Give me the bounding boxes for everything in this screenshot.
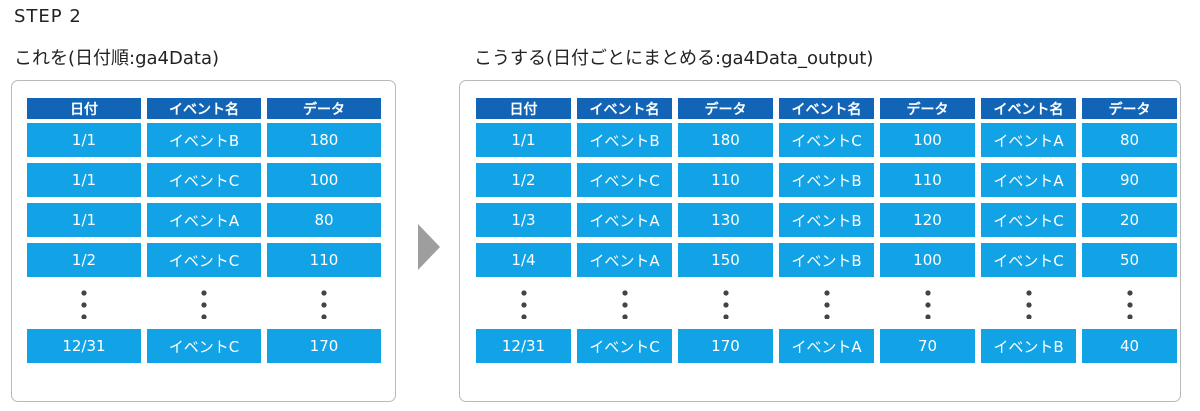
table-cell: 80 xyxy=(1082,123,1177,157)
column-header: データ xyxy=(880,98,975,119)
vertical-ellipsis-icon xyxy=(147,277,261,329)
table-cell: 1/2 xyxy=(27,243,141,277)
table-cell: イベントB xyxy=(981,329,1076,363)
column-header: イベント名 xyxy=(981,98,1076,119)
table-cell: 80 xyxy=(267,203,381,237)
table-cell: 1/1 xyxy=(27,163,141,197)
table-cell: 70 xyxy=(880,329,975,363)
table-cell: 1/2 xyxy=(476,163,571,197)
table-cell: 100 xyxy=(880,123,975,157)
table-cell: 130 xyxy=(678,203,773,237)
vertical-ellipsis-icon xyxy=(779,277,874,329)
vertical-ellipsis-icon xyxy=(981,277,1076,329)
left-caption: これを(日付順:ga4Data) xyxy=(14,48,219,69)
table-cell: イベントC xyxy=(981,203,1076,237)
vertical-ellipsis-icon xyxy=(267,277,381,329)
table-cell: 90 xyxy=(1082,163,1177,197)
table-cell: 170 xyxy=(267,329,381,363)
table-cell: イベントB xyxy=(779,243,874,277)
table-cell: 1/1 xyxy=(27,203,141,237)
column-header: データ xyxy=(678,98,773,119)
table-cell: イベントA xyxy=(147,203,261,237)
table-cell: イベントC xyxy=(779,123,874,157)
column-header: イベント名 xyxy=(147,98,261,119)
table-cell: 180 xyxy=(267,123,381,157)
table-cell: イベントB xyxy=(577,123,672,157)
table-cell: 1/1 xyxy=(27,123,141,157)
column-header: 日付 xyxy=(476,98,571,119)
table-cell: 110 xyxy=(267,243,381,277)
table-cell: イベントC xyxy=(147,329,261,363)
vertical-ellipsis-icon xyxy=(27,277,141,329)
table-cell: 1/4 xyxy=(476,243,571,277)
table-cell: 110 xyxy=(880,163,975,197)
column-header: イベント名 xyxy=(779,98,874,119)
vertical-ellipsis-icon xyxy=(678,277,773,329)
table-cell: イベントC xyxy=(577,163,672,197)
vertical-ellipsis-icon xyxy=(577,277,672,329)
table-cell: イベントC xyxy=(147,163,261,197)
right-caption: こうする(日付ごとにまとめる:ga4Data_output) xyxy=(474,48,874,69)
vertical-ellipsis-icon xyxy=(1082,277,1177,329)
column-header: データ xyxy=(267,98,381,119)
table-cell: 12/31 xyxy=(27,329,141,363)
table-cell: イベントA xyxy=(577,243,672,277)
table-cell: 120 xyxy=(880,203,975,237)
table-cell: イベントA xyxy=(577,203,672,237)
table-cell: イベントA xyxy=(779,329,874,363)
table-cell: 170 xyxy=(678,329,773,363)
table-cell: イベントB xyxy=(779,203,874,237)
table-cell: イベントC xyxy=(577,329,672,363)
table-cell: 100 xyxy=(267,163,381,197)
table-cell: 20 xyxy=(1082,203,1177,237)
table-cell: 12/31 xyxy=(476,329,571,363)
table-cell: イベントA xyxy=(981,123,1076,157)
table-cell: 50 xyxy=(1082,243,1177,277)
vertical-ellipsis-icon xyxy=(476,277,571,329)
right-arrow-icon xyxy=(418,224,440,270)
vertical-ellipsis-icon xyxy=(880,277,975,329)
column-header: イベント名 xyxy=(577,98,672,119)
table-cell: 1/3 xyxy=(476,203,571,237)
table-cell: イベントC xyxy=(147,243,261,277)
table-cell: 100 xyxy=(880,243,975,277)
column-header: データ xyxy=(1082,98,1177,119)
table-cell: イベントB xyxy=(779,163,874,197)
column-header: 日付 xyxy=(27,98,141,119)
table-cell: イベントC xyxy=(981,243,1076,277)
table-cell: 1/1 xyxy=(476,123,571,157)
table-cell: イベントB xyxy=(147,123,261,157)
step-title: STEP 2 xyxy=(14,6,82,27)
table-cell: イベントA xyxy=(981,163,1076,197)
table-cell: 40 xyxy=(1082,329,1177,363)
table-cell: 110 xyxy=(678,163,773,197)
table-cell: 180 xyxy=(678,123,773,157)
table-cell: 150 xyxy=(678,243,773,277)
